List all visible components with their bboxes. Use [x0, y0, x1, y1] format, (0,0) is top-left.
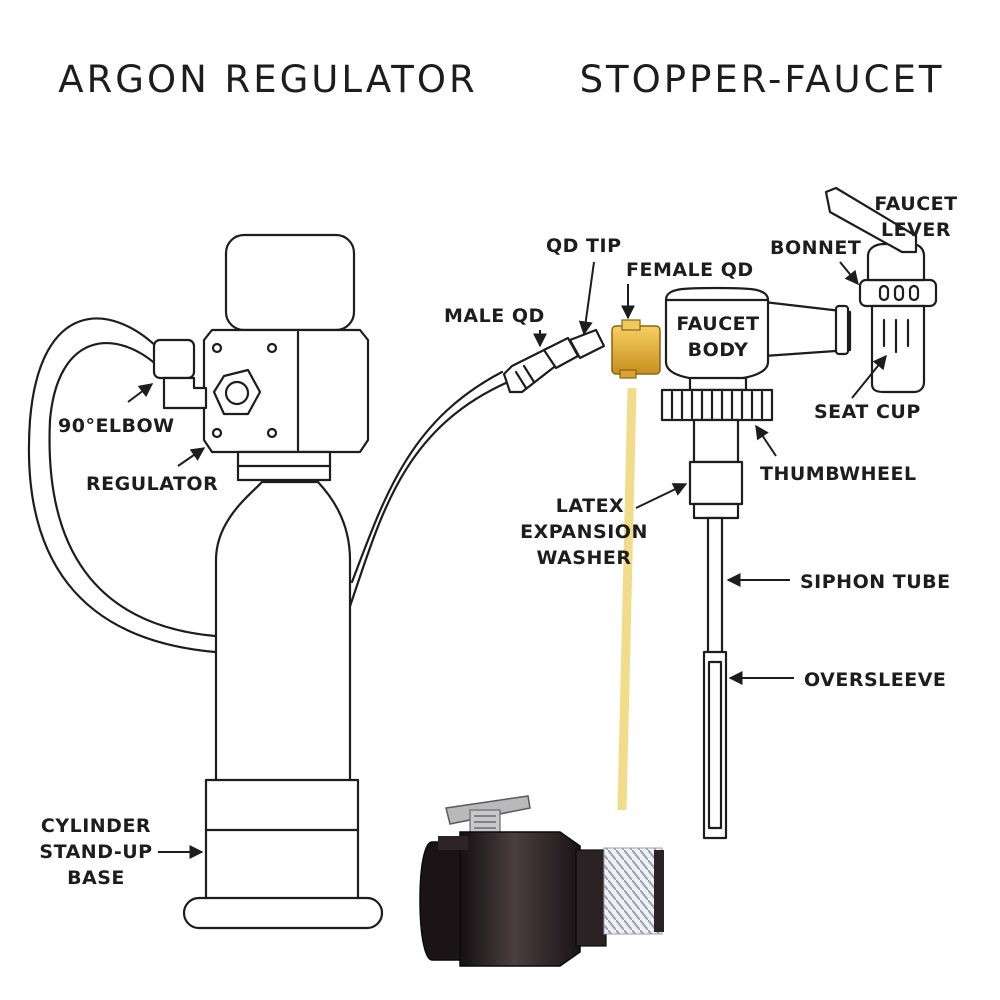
label-90-elbow: 90°ELBOW	[58, 415, 175, 437]
label-cylinder-line-1: CYLINDER	[41, 815, 151, 837]
label-male-qd: MALE QD	[444, 305, 545, 327]
label-cylinder-line-2: STAND-UP	[39, 841, 152, 863]
label-latex-line-2: EXPANSION	[520, 521, 648, 543]
title-stopper-faucet: STOPPER-FAUCET	[580, 58, 945, 101]
regulator-cap	[224, 233, 356, 332]
cylinder-base-foot	[182, 896, 384, 930]
seat-cup	[870, 304, 926, 394]
regulator-gauge-nut	[212, 368, 262, 416]
oversleeve	[702, 650, 728, 840]
argon-cylinder	[214, 480, 352, 784]
label-bonnet: BONNET	[770, 237, 861, 259]
qd-assembly	[502, 319, 661, 394]
bonnet	[858, 278, 938, 308]
stopper-faucet-drawing	[660, 186, 938, 840]
label-cylinder-line-3: BASE	[67, 867, 125, 889]
regulator-block	[202, 328, 370, 454]
hose-outer	[27, 317, 217, 654]
label-latex-line-3: WASHER	[536, 547, 631, 569]
label-regulator: REGULATOR	[86, 473, 218, 495]
label-latex-line-1: LATEX	[556, 495, 624, 517]
label-seat-cup: SEAT CUP	[814, 401, 921, 423]
latex-washer	[688, 460, 744, 506]
highlight-line	[617, 387, 637, 811]
cylinder-base	[204, 778, 360, 902]
argon-regulator-drawing	[27, 233, 510, 930]
female-qd-photo	[419, 795, 664, 967]
faucet-body-neck	[688, 376, 748, 392]
hose-inner	[48, 342, 217, 638]
gas-hose-lower	[346, 380, 510, 614]
faucet-body	[664, 286, 770, 382]
stopper-post	[692, 418, 740, 464]
thumbwheel	[660, 388, 774, 422]
title-argon-regulator: ARGON REGULATOR	[58, 58, 477, 101]
label-thumbwheel: THUMBWHEEL	[760, 463, 917, 485]
label-faucet-body-line-1: FAUCET	[676, 313, 759, 335]
label-oversleeve: OVERSLEEVE	[804, 669, 946, 691]
label-faucet-body-line-2: BODY	[688, 339, 749, 361]
elbow-fitting	[152, 338, 196, 380]
label-siphon-tube: SIPHON TUBE	[800, 571, 951, 593]
label-female-qd: FEMALE QD	[626, 259, 754, 281]
label-qd-tip: QD TIP	[546, 235, 622, 257]
label-faucet-lever-line-2: LEVER	[881, 219, 951, 241]
faucet-lever	[824, 186, 918, 254]
gas-hose-upper	[350, 370, 504, 584]
female-qd	[611, 325, 661, 375]
label-faucet-lever-line-1: FAUCET	[874, 193, 957, 215]
elbow-body	[162, 376, 208, 410]
